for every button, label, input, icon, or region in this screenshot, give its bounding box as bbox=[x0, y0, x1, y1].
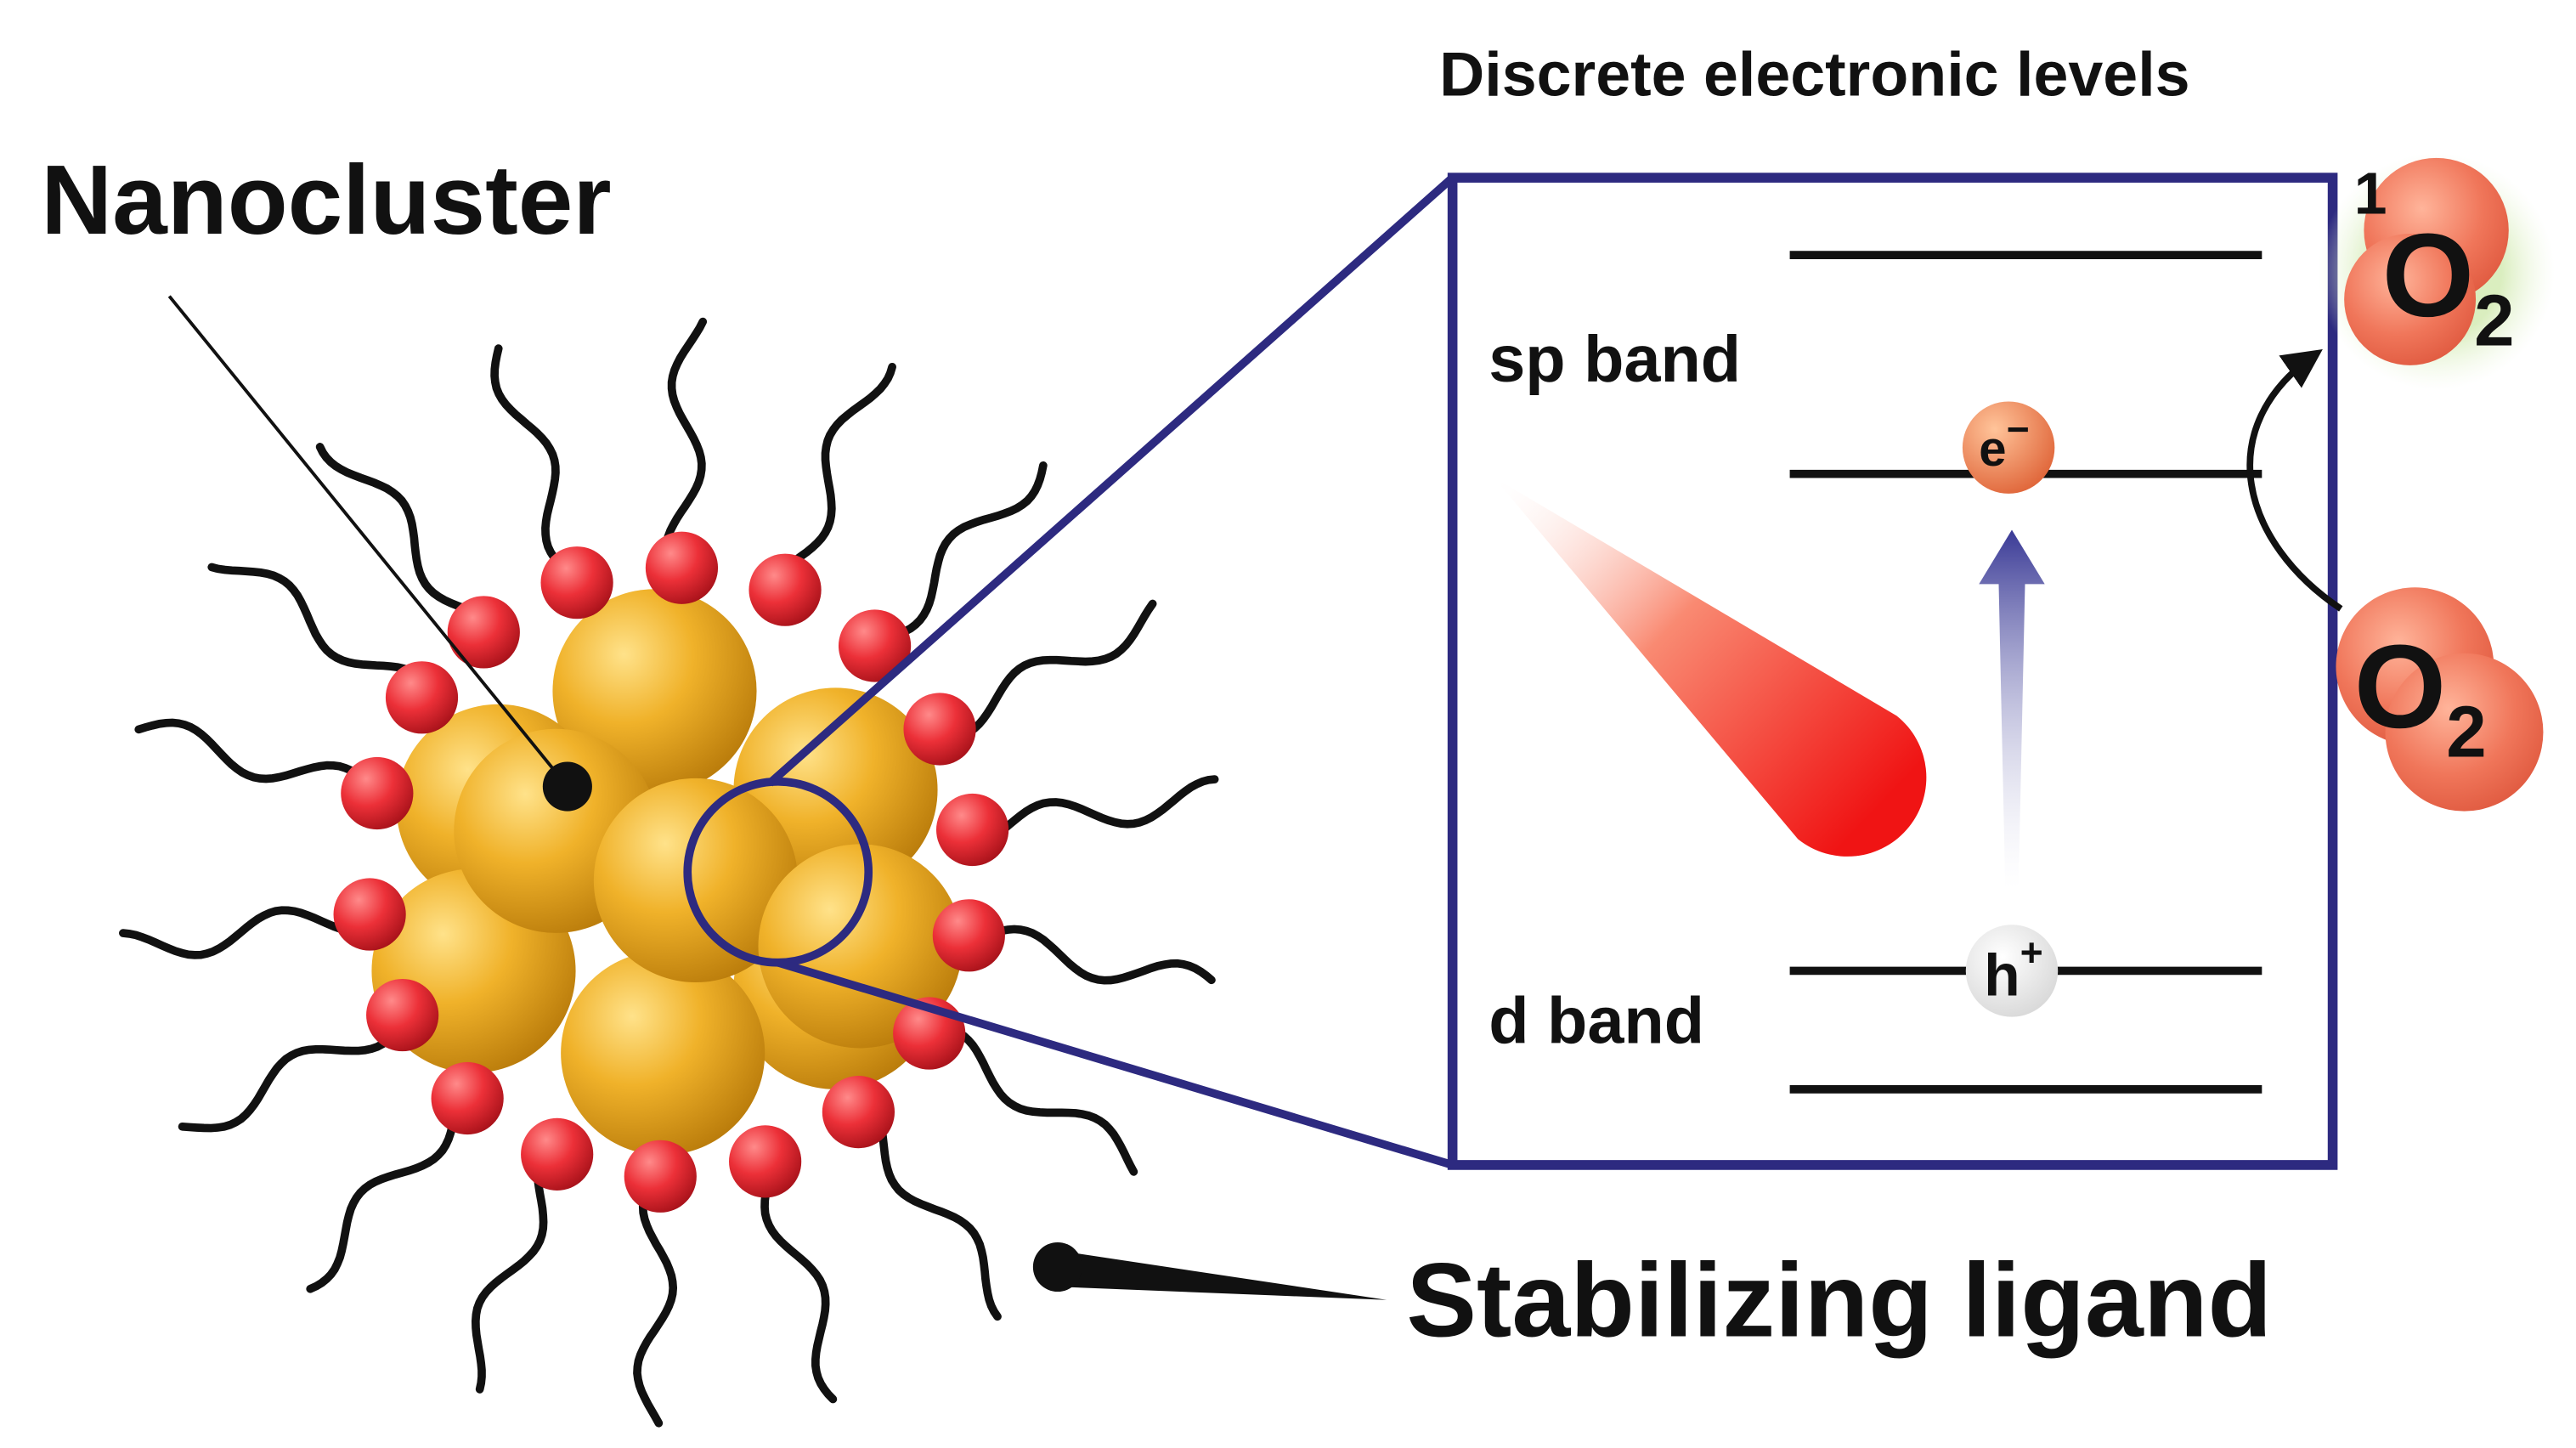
ligand-tail bbox=[207, 563, 434, 691]
ligand-tail bbox=[941, 599, 1157, 744]
ligand-tails bbox=[119, 317, 1219, 1428]
ligand-head bbox=[366, 978, 439, 1052]
ligand-head bbox=[645, 531, 719, 604]
ligand-tail bbox=[471, 1144, 548, 1394]
ligand-pointer-dot bbox=[1032, 1242, 1082, 1292]
ligand-head bbox=[838, 609, 912, 682]
discrete-levels-title: Discrete electronic levels bbox=[1439, 38, 2189, 109]
ligand-head bbox=[333, 878, 406, 951]
ligand-tail bbox=[490, 344, 584, 586]
ligand-head bbox=[822, 1075, 895, 1149]
ligand-head bbox=[749, 553, 822, 626]
d-band-label: d band bbox=[1489, 985, 1704, 1058]
ligand-tail bbox=[970, 775, 1219, 851]
zoom-line-top bbox=[766, 174, 1455, 787]
ligand-tail bbox=[633, 1172, 678, 1428]
ligand-tail bbox=[867, 1097, 1002, 1321]
singlet-oxygen-atom bbox=[2344, 233, 2477, 365]
nanocluster-pointer bbox=[167, 295, 569, 788]
electron-label: e− bbox=[1979, 407, 2029, 477]
ligand-tail bbox=[178, 1015, 410, 1133]
gold-atom bbox=[561, 951, 765, 1156]
sp-band-label: sp band bbox=[1489, 323, 1741, 396]
hole-sphere bbox=[1965, 925, 2059, 1017]
ligand-tail bbox=[867, 461, 1048, 648]
excitation-light bbox=[1494, 477, 1927, 857]
ligand-head bbox=[903, 693, 976, 766]
ligand-tail bbox=[662, 317, 708, 572]
ligand-head bbox=[431, 1061, 504, 1135]
ligand-head bbox=[447, 596, 520, 669]
ligand-head bbox=[341, 756, 414, 830]
ligand-tail bbox=[134, 718, 381, 798]
ligand-pointer bbox=[1057, 1250, 1387, 1300]
ligand-tail bbox=[315, 443, 500, 627]
ligand-head bbox=[385, 661, 459, 734]
ligand-tail bbox=[306, 1087, 464, 1293]
triplet-oxygen-label: O2 bbox=[2354, 620, 2487, 773]
singlet-prefix: 1 bbox=[2354, 161, 2387, 227]
ligand-head bbox=[936, 793, 1009, 867]
energy-transfer-arrow bbox=[2246, 349, 2343, 612]
hole-label: h+ bbox=[1984, 930, 2043, 1009]
ligand-head bbox=[932, 899, 1005, 972]
ligand-head bbox=[624, 1140, 697, 1213]
nanocluster-label: Nanocluster bbox=[41, 144, 611, 255]
ligand-tail bbox=[963, 925, 1216, 985]
gold-atom bbox=[758, 844, 963, 1049]
ligand-tail bbox=[119, 906, 376, 959]
ligand-tail bbox=[760, 1154, 838, 1404]
singlet-oxygen-label: O2 bbox=[2382, 209, 2515, 362]
excitation-arrow bbox=[1979, 529, 2045, 889]
ligand-head bbox=[729, 1125, 802, 1198]
triplet-oxygen-atom bbox=[2385, 653, 2544, 812]
ligand-tail bbox=[929, 1021, 1138, 1176]
electron-sphere bbox=[1962, 401, 2055, 494]
gold-atom bbox=[593, 778, 798, 983]
energy-level-box bbox=[1447, 173, 2338, 1170]
ligand-head bbox=[521, 1117, 594, 1191]
ligand-head bbox=[540, 546, 613, 619]
ligand-tail bbox=[765, 362, 896, 589]
nanocluster-core bbox=[371, 589, 963, 1156]
nanocluster-pointer-dot bbox=[542, 761, 592, 812]
stabilizing-ligand-label: Stabilizing ligand bbox=[1406, 1242, 2272, 1359]
zoom-line-bottom bbox=[777, 959, 1455, 1169]
